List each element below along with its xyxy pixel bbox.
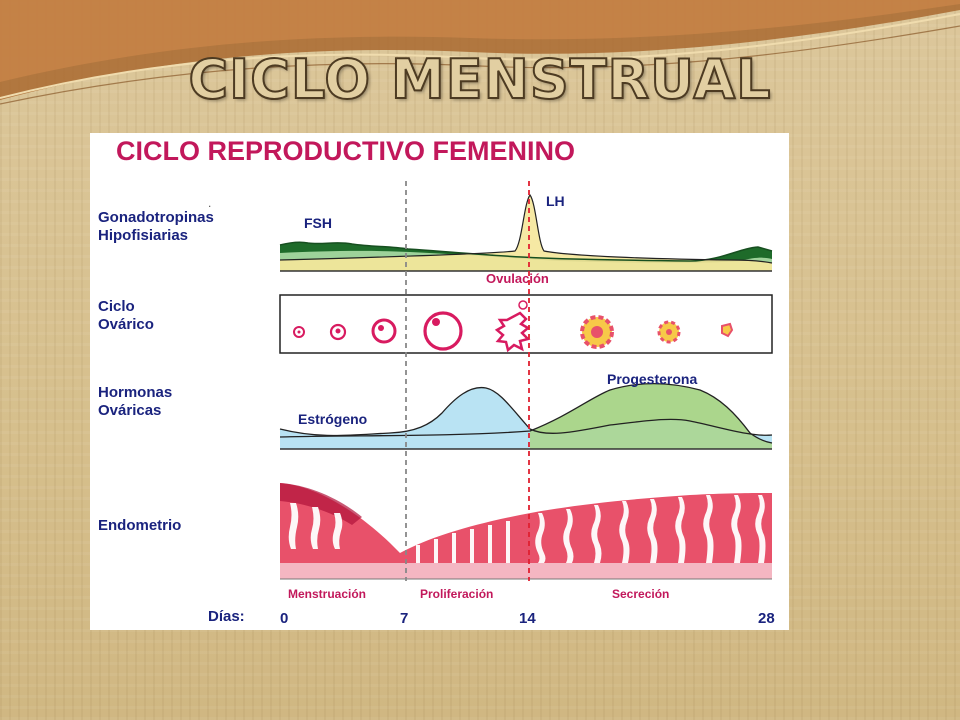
lh-area [280, 195, 772, 271]
reproductive-cycle-diagram: CICLO REPRODUCTIVO FEMENINO . Gonadotrop… [90, 133, 789, 630]
fsh-line [279, 241, 773, 262]
endometrium-panel: Menstruación Proliferación Secreción [280, 483, 772, 601]
stray-dot: . [208, 196, 211, 210]
follicle-4 [423, 311, 463, 351]
ovulation-label: Ovulación [486, 271, 549, 286]
estrogen-line [279, 386, 773, 437]
corpus-luteum-1 [580, 315, 614, 349]
row-label-ovaricas: Ováricas [98, 402, 161, 419]
day-tick-14: 14 [519, 610, 536, 627]
day-tick-28: 28 [758, 610, 775, 627]
estrogen-label: Estrógeno [298, 411, 367, 427]
phase-proliferacion: Proliferación [420, 587, 493, 601]
phase-secrecion: Secreción [612, 587, 669, 601]
follicle-3 [371, 318, 397, 344]
diagram-title: CICLO REPRODUCTIVO FEMENINO [116, 136, 575, 166]
row-label-ciclo: Ciclo [98, 298, 135, 315]
ovarian-hormones-chart: Estrógeno Progesterona [279, 371, 773, 450]
days-label: Días: [208, 608, 245, 625]
follicle-2 [329, 323, 347, 341]
row-label-gonadotropinas: Gonadotropinas [98, 209, 214, 226]
day-tick-0: 0 [280, 610, 288, 627]
gonadotropins-chart: FSH LH Ovulación [279, 193, 773, 286]
menstrual-shedding [280, 483, 362, 525]
follicle-1 [293, 326, 305, 338]
progesterone-label: Progesterona [607, 371, 697, 387]
lh-label: LH [546, 193, 565, 209]
corpus-luteum-2 [657, 320, 681, 344]
endometrium-tissue [280, 483, 772, 563]
progesterone-line [279, 382, 773, 444]
row-label-hipofisiarias: Hipofisiarias [98, 227, 188, 244]
decorative-swoosh [0, 0, 960, 105]
fsh-label: FSH [304, 215, 332, 231]
day-tick-7: 7 [400, 610, 408, 627]
slide-title: CICLO MENSTRUAL [187, 47, 772, 112]
row-label-endometrio: Endometrio [98, 517, 181, 534]
ovulating-follicle [494, 300, 531, 353]
lh-line [279, 193, 773, 264]
endometrial-glands [288, 495, 766, 563]
phase-menstruacion: Menstruación [288, 587, 366, 601]
ovarian-cycle-panel [279, 294, 773, 354]
row-label-hormonas: Hormonas [98, 384, 172, 401]
row-label-ovarico: Ovárico [98, 316, 154, 333]
corpus-albicans [721, 322, 734, 338]
